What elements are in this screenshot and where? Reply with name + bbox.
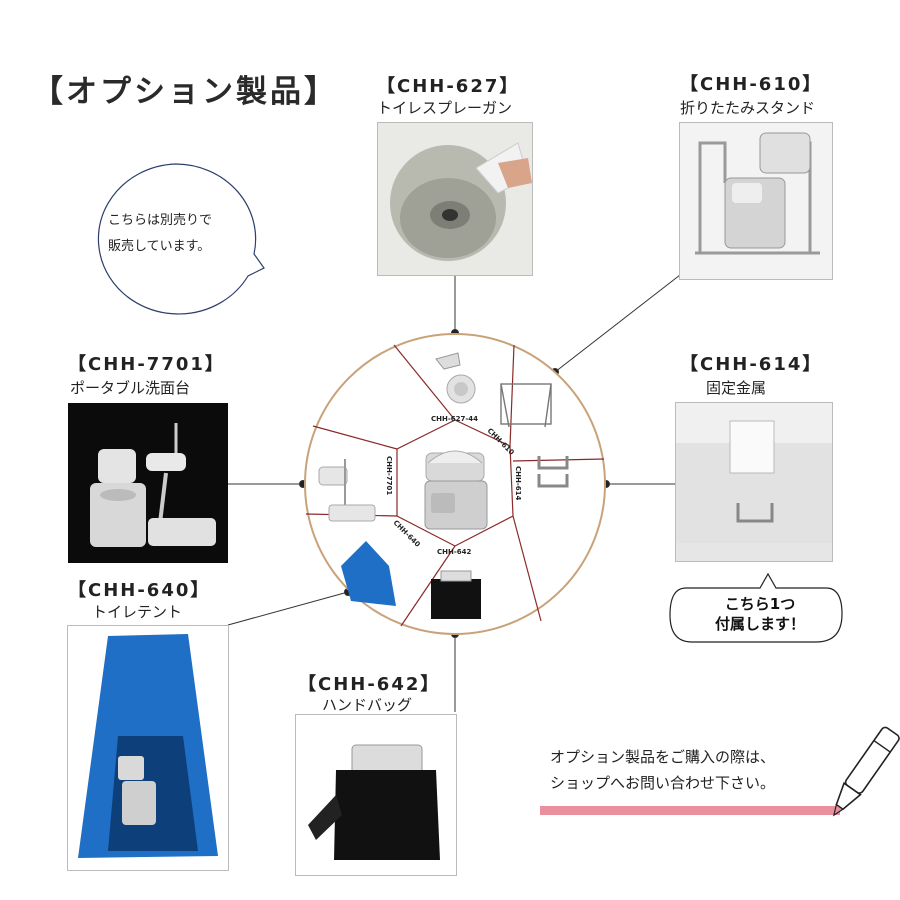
spray-name: トイレスプレーガン xyxy=(377,99,513,117)
wheel-label-spray: CHH-627-44 xyxy=(431,415,478,423)
bag-photo xyxy=(296,715,456,875)
note-line-2: ショップへお問い合わせ下さい。 xyxy=(550,774,776,792)
spray-code: 【CHH-627】 xyxy=(377,76,520,97)
included-badge xyxy=(669,572,843,643)
bubble-line-1: こちらは別売りで xyxy=(108,213,213,228)
wheel-bracket-image xyxy=(537,456,569,488)
center-toilet-image xyxy=(424,450,488,530)
wheel-label-bracket: CHH-614 xyxy=(514,466,522,501)
note-underline xyxy=(540,806,840,815)
bag-name: ハンドバッグ xyxy=(322,696,413,714)
tent-name: トイレテント xyxy=(92,603,183,621)
basin-photo xyxy=(68,403,228,563)
wheel-spray-image xyxy=(435,352,476,404)
badge-line-2: 付属します！ xyxy=(714,615,805,633)
stand-code: 【CHH-610】 xyxy=(680,74,823,95)
stand-photo xyxy=(680,123,832,279)
separate-sale-bubble xyxy=(97,163,265,315)
wheel-basin-image xyxy=(318,459,376,522)
basin-code: 【CHH-7701】 xyxy=(68,354,225,375)
wheel-tent-image xyxy=(341,541,396,606)
tent-code: 【CHH-640】 xyxy=(68,580,211,601)
wheel-label-basin: CHH-7701 xyxy=(385,456,393,495)
bracket-code: 【CHH-614】 xyxy=(680,354,823,375)
bracket-photo xyxy=(676,403,832,561)
bubble-line-2: 販売しています。 xyxy=(108,239,211,254)
page-title: 【オプション製品】 xyxy=(32,74,338,110)
product-wheel: CHH-627-44 CHH-610 CHH-614 CHH-642 CHH-6… xyxy=(304,333,606,635)
bag-code: 【CHH-642】 xyxy=(298,674,441,695)
bracket-name: 固定金属 xyxy=(706,379,767,397)
basin-name: ポータブル洗面台 xyxy=(70,379,191,397)
stand-name: 折りたたみスタンド xyxy=(680,99,816,117)
wheel-label-bag: CHH-642 xyxy=(437,548,472,556)
note-line-1: オプション製品をご購入の際は、 xyxy=(550,748,776,766)
spray-photo xyxy=(378,123,532,275)
wheel-bag-image xyxy=(431,570,481,619)
badge-line-1: こちら1つ xyxy=(724,595,796,613)
pen-icon xyxy=(832,726,900,817)
wheel-stand-image xyxy=(500,383,552,428)
tent-photo xyxy=(68,626,228,870)
